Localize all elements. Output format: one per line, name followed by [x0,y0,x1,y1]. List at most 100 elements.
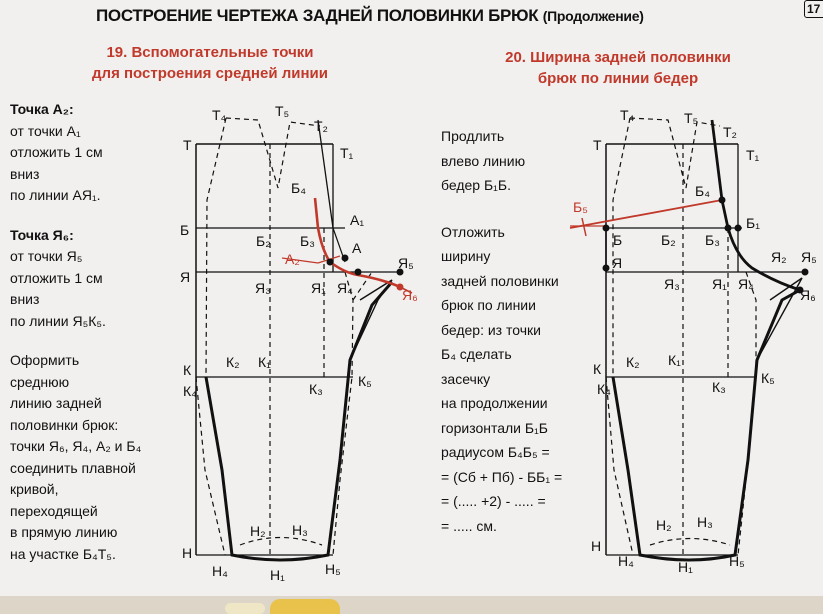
section-19-text: Точка А₂: от точки А₁ отложить 1 см вниз… [10,99,190,565]
label-k: К [183,362,192,378]
point-a2-line: вниз [10,165,40,182]
label-ya1: Я₁ [712,276,727,292]
label-b2: Б₂ [256,233,271,249]
label-b2: Б₂ [661,232,676,248]
label-t4: Т₄ [620,107,635,123]
point-a2-line: отложить 1 см [10,144,103,160]
label-b1: Б₁ [746,215,760,231]
point-ya6-line: отложить 1 см [10,269,103,286]
label-b3: Б₃ [300,233,315,249]
label-a1: А₁ [350,212,364,228]
label-ya: Я [180,269,190,285]
label-b4: Б₄ [291,180,306,196]
label-a: А [352,240,362,256]
instr-line: бедер Б₁Б. [441,177,511,193]
instr-line: на продолжении [441,395,548,411]
title-suffix: (Продолжение) [542,8,644,24]
label-t1: Т₁ [340,145,354,161]
instr-line: влево линию [441,152,526,169]
label-k4: К₄ [183,383,197,399]
label-h: Н [182,545,192,561]
background-object [270,599,340,614]
left-diagram-labels: Т₄ Т₅ Т₂ Т Т₁ Б₄ А₁ Б Б₂ Б₃ А А₂ Я Я₅ Я₃… [180,103,418,583]
finish-line: на участке Б₄Т₅. [10,545,116,562]
label-h2: Н₂ [656,517,672,533]
point-ya6-line: по линии Я₅К₅. [10,312,106,329]
point-a2-line: по линии АЯ₁. [10,187,101,203]
instr-line: горизонтали Б₁Б [441,419,548,436]
label-h5: Н₅ [729,553,745,569]
label-h1: Н₁ [678,559,693,575]
instr-line: = (..... +2) - ..... = [441,493,546,509]
section-19-heading-line2: для построения средней линии [92,65,328,82]
label-k3: К₃ [309,381,323,397]
label-b: Б [613,232,622,248]
label-k: К [593,361,602,377]
finish-line: Оформить [10,352,80,368]
instr-line: задней половинки [441,272,559,289]
page-number: 17 [804,0,823,18]
label-h1: Н₁ [270,567,285,583]
title-main: ПОСТРОЕНИЕ ЧЕРТЕЖА ЗАДНЕЙ ПОЛОВИНКИ БРЮК [96,6,539,25]
label-t: Т [183,137,192,153]
label-a2: А₂ [285,251,300,267]
section-19-heading-line1: 19. Вспомогательные точки [106,44,314,61]
instr-line: = (Сб + Пб) - ББ₁ = [441,468,563,485]
right-pattern-diagram [569,117,809,562]
instr-line: Продлить [441,128,505,144]
label-ya: Я [612,255,622,271]
label-h4: Н₄ [212,563,228,579]
instr-line: ширину [441,248,491,264]
page-title: ПОСТРОЕНИЕ ЧЕРТЕЖА ЗАДНЕЙ ПОЛОВИНКИ БРЮК… [96,6,644,26]
section-19-heading: 19. Вспомогательные точки для построения… [60,42,360,84]
instr-line: радиусом Б₄Б₅ = [441,444,550,460]
label-k5: К₅ [358,373,372,389]
label-t4: Т₄ [212,107,227,123]
finish-line: в прямую линию [10,524,118,540]
label-b: Б [180,222,189,238]
section-20-text: Продлить влево линию бедер Б₁Б. Отложить… [441,124,611,538]
finish-line: соединить плавной [10,459,136,476]
finish-line: кривой, [10,481,59,497]
section-20-heading: 20. Ширина задней половинки брюк по лини… [468,47,768,89]
label-k1: К₁ [668,352,681,368]
label-t2: Т₂ [723,124,737,140]
label-ya3: Я₃ [255,280,271,296]
label-ya5: Я₅ [801,249,817,265]
finish-line: линию задней [10,395,102,411]
right-diagram-labels: Т₄ Т₅ Т₂ Т Т₁ Б₅ Б₄ Б₁ Б Б₂ Б₃ Я Я₂ Я₅ Я… [573,107,817,575]
label-k2: К₂ [226,354,240,370]
instr-line: засечку [441,370,491,387]
point-ya6-line: от точки Я₅ [10,248,83,264]
label-b3: Б₃ [705,232,720,248]
instr-line: Отложить [441,223,505,240]
background-object [225,603,265,614]
label-t1: Т₁ [746,147,760,163]
point-a2-line: от точки А₁ [10,122,81,139]
finish-line: точки Я₆, Я₄, А₂ и Б₄ [10,438,142,454]
label-ya6: Я₆ [800,287,816,303]
label-t5: Т₅ [275,103,289,119]
left-pattern-diagram [195,117,413,562]
point-ya6-heading: Точка Я₆: [10,226,74,243]
label-ya5: Я₅ [398,255,414,271]
label-k1: К₁ [258,354,271,370]
label-ya2: Я₂ [771,249,787,265]
instr-line: бедер: из точки [441,321,541,338]
label-h: Н [591,538,601,554]
section-20-heading-line1: 20. Ширина задней половинки [505,49,731,66]
label-k2: К₂ [626,354,640,370]
label-t: Т [593,137,602,153]
section-20-heading-line2: брюк по линии бедер [537,70,699,87]
label-ya1: Я₁ [311,280,326,296]
label-h3: Н₃ [697,514,713,530]
label-k3: К₃ [712,379,726,395]
label-ya4: Я₄ [738,276,754,292]
finish-line: половинки брюк: [10,416,119,433]
instr-line: = ..... см. [441,517,497,534]
point-ya6-line: вниз [10,291,40,307]
label-b4: Б₄ [695,183,710,199]
label-h5: Н₅ [325,561,341,577]
label-k4: К₄ [597,381,611,397]
label-ya4: Я₄ [337,280,353,296]
